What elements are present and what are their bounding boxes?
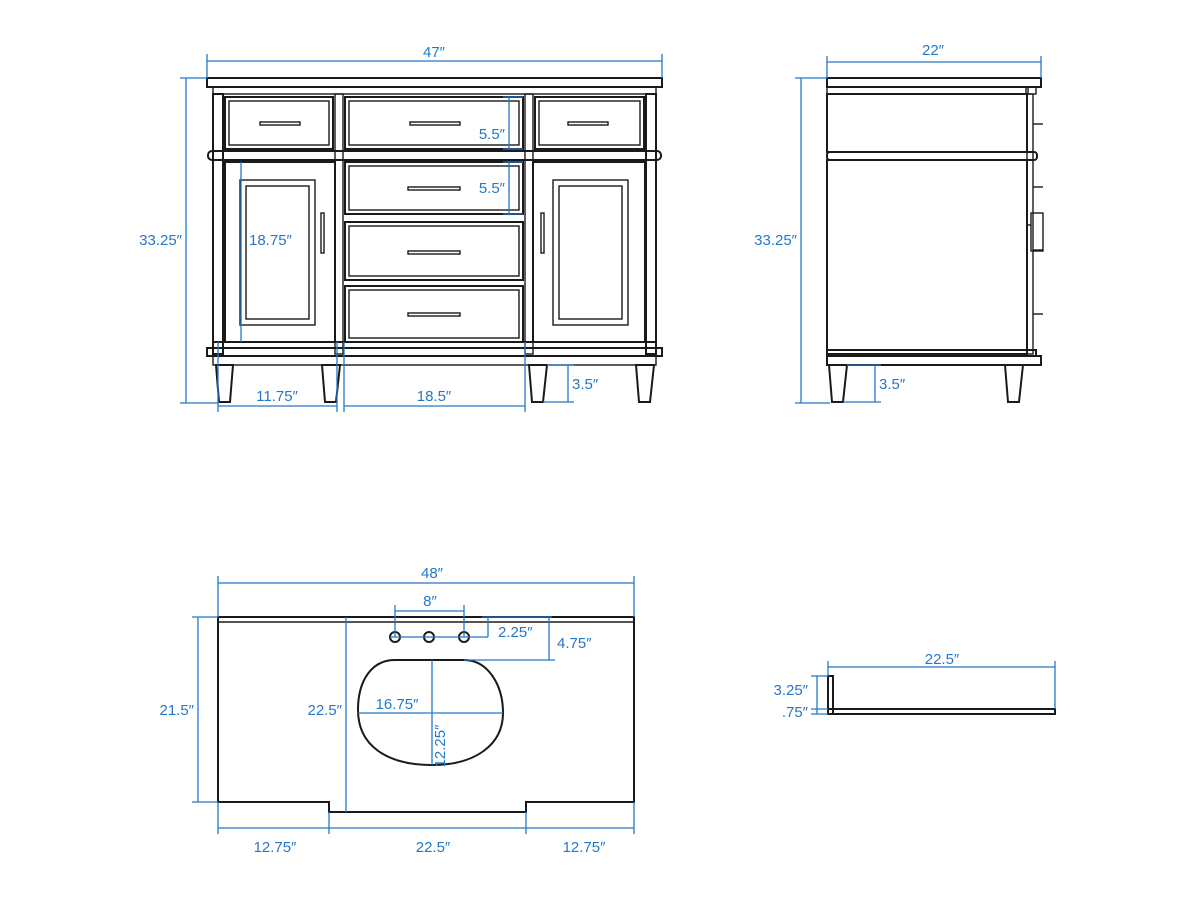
door-handle-icon (1030, 212, 1044, 252)
faucet-spread-label: 8″ (423, 593, 437, 610)
faucet-setback-label: 2.25″ (498, 624, 533, 641)
leg (827, 364, 849, 403)
front-leg-height-label: 3.5″ (572, 376, 599, 393)
center-drawer-2 (344, 161, 524, 215)
door-height-label: 18.75″ (249, 232, 293, 249)
leg (1003, 364, 1025, 403)
drawer-pull-icon (407, 312, 461, 317)
cabinet-front-view (206, 77, 663, 403)
top-right-drawer (534, 96, 645, 150)
door-handle-icon (540, 212, 545, 254)
side-depth-label: 22″ (922, 42, 945, 59)
door-handle-icon (320, 212, 325, 254)
backsplash-dimensions (811, 661, 1056, 715)
center-width-label: 22.5″ (416, 839, 451, 856)
front-width-label: 47″ (423, 44, 446, 61)
side-leg-height-label: 3.5″ (879, 376, 906, 393)
opening-depth-label: 22.5″ (307, 702, 342, 719)
left-margin-label: 12.75″ (254, 839, 298, 856)
cabinet-side-view (826, 77, 1044, 403)
top-drawer-height-label: 5.5″ (479, 126, 506, 143)
countertop-depth-label: 21.5″ (159, 702, 194, 719)
drawer-width-label: 18.5″ (417, 388, 452, 405)
center-drawer-4 (344, 285, 524, 343)
sink-depth-label: 12.25″ (432, 724, 449, 768)
top-center-drawer (344, 96, 524, 150)
sink-width-label: 16.75″ (376, 696, 420, 713)
sink-setback-label: 4.75″ (557, 635, 592, 652)
leg (634, 364, 656, 403)
countertop-width-label: 48″ (421, 565, 444, 582)
second-drawer-height-label: 5.5″ (479, 180, 506, 197)
leg (527, 364, 549, 403)
backsplash-thickness-label: .75″ (782, 704, 809, 721)
side-height-label: 33.25″ (754, 232, 798, 249)
front-height-label: 33.25″ (139, 232, 183, 249)
drawer-pull-icon (409, 121, 461, 126)
drawer-pull-icon (567, 121, 609, 126)
countertop-dimensions (192, 576, 635, 834)
drawer-pull-icon (407, 250, 461, 255)
front-dimensions (180, 54, 663, 412)
backsplash-length-label: 22.5″ (925, 651, 960, 668)
leg (320, 364, 342, 403)
drawer-pull-icon (407, 186, 461, 191)
backsplash-height-label: 3.25″ (773, 682, 808, 699)
side-dimensions (795, 56, 1042, 404)
center-drawer-3 (344, 221, 524, 281)
top-left-drawer (224, 96, 334, 150)
backsplash-view (827, 675, 1056, 715)
drawer-pull-icon (259, 121, 301, 126)
dimension-labels: 47″ 33.25″ 5.5″ 5.5″ 18.75″ 11.75″ 18.5″… (139, 42, 960, 856)
door-width-label: 11.75″ (256, 388, 298, 405)
right-margin-label: 12.75″ (563, 839, 607, 856)
